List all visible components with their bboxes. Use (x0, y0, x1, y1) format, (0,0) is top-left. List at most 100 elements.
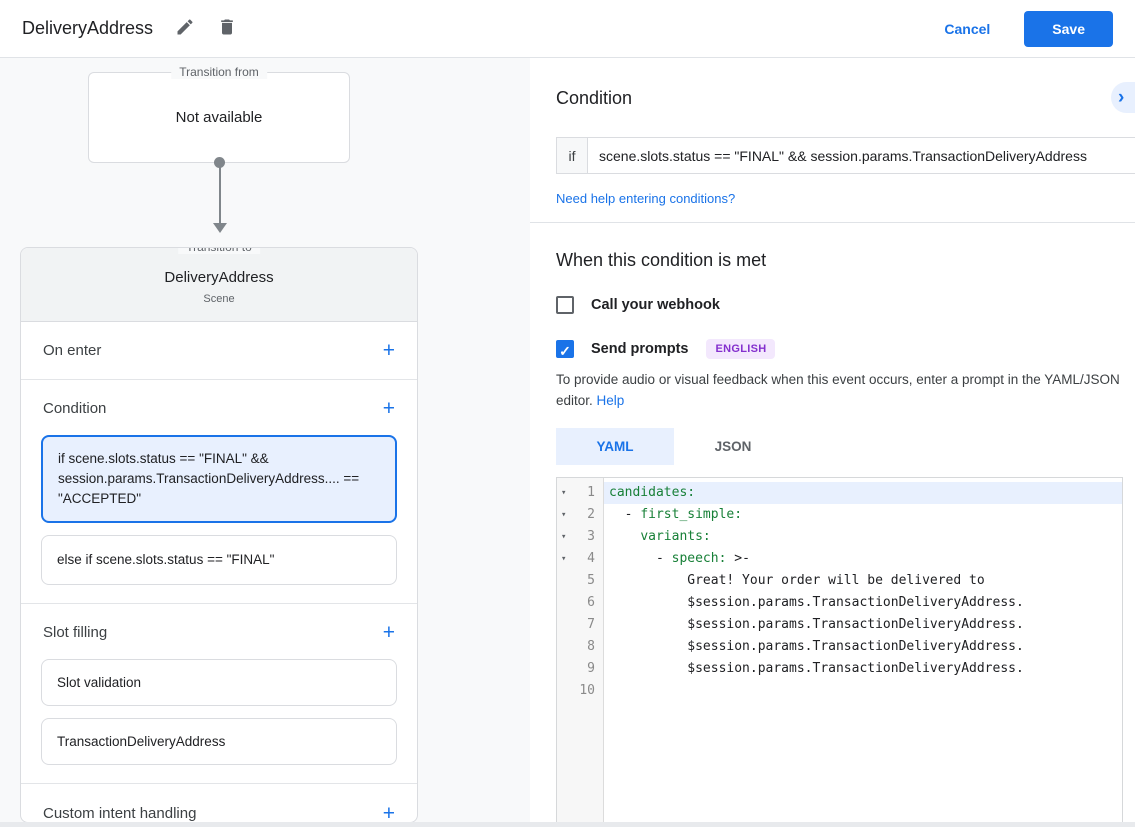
line-number: 4 (587, 550, 595, 566)
connector-line (219, 166, 221, 223)
gutter-line: 6 (557, 592, 603, 614)
yaml-key: variants: (640, 528, 711, 544)
code-text: $session.params.TransactionDeliveryAddre… (609, 660, 1024, 676)
section-on-enter[interactable]: On enter + (21, 322, 417, 380)
editor-tabs: YAML JSON (556, 427, 1135, 465)
slot-filling-label: Slot filling (43, 624, 108, 641)
gutter-line: 9 (557, 658, 603, 680)
send-prompts-row: ✓ Send prompts ENGLISH (556, 339, 1135, 359)
gutter-line: 7 (557, 614, 603, 636)
code-line: $session.params.TransactionDeliveryAddre… (604, 592, 1122, 614)
connector-dot (214, 157, 225, 168)
on-enter-label: On enter (43, 342, 102, 359)
line-number: 6 (587, 594, 595, 610)
add-condition-button[interactable]: + (382, 397, 395, 420)
code-text: >- (726, 550, 750, 566)
code-line: candidates: (604, 481, 1122, 504)
code-line: - first_simple: (604, 504, 1122, 526)
fold-arrow-icon[interactable]: ▾ (561, 531, 567, 542)
gutter-line: ▾1 (557, 482, 603, 504)
call-webhook-label: Call your webhook (591, 297, 720, 313)
cancel-button[interactable]: Cancel (944, 20, 991, 37)
line-number: 8 (587, 638, 595, 654)
yaml-key: candidates: (609, 484, 696, 500)
line-number: 3 (587, 528, 595, 544)
panel-divider (530, 222, 1135, 223)
pencil-icon (175, 17, 195, 40)
code-text: $session.params.TransactionDeliveryAddre… (609, 638, 1024, 654)
delete-scene-button[interactable] (217, 17, 237, 40)
code-text: - (609, 550, 672, 566)
slot-filling-header: Slot filling + (21, 604, 417, 647)
collapse-panel-button[interactable]: › (1111, 82, 1135, 113)
fold-arrow-icon[interactable]: ▾ (561, 487, 567, 498)
when-met-title: When this condition is met (556, 250, 767, 270)
send-prompts-label: Send prompts (591, 341, 689, 357)
bottom-scrollbar-strip[interactable] (0, 822, 1135, 827)
gutter-line: 5 (557, 570, 603, 592)
transition-from-label: Transition from (171, 65, 267, 79)
condition-section-header: Condition + (21, 380, 417, 423)
code-line (604, 680, 1122, 702)
condition-detail-panel: Condition › if Need help entering condit… (530, 58, 1135, 827)
line-number: 5 (587, 572, 595, 588)
transition-from-value: Not available (175, 109, 263, 126)
add-on-enter-button[interactable]: + (382, 339, 395, 362)
if-prefix-label: if (557, 138, 588, 173)
code-text: $session.params.TransactionDeliveryAddre… (609, 616, 1024, 632)
save-button[interactable]: Save (1024, 10, 1113, 47)
transition-to-label: Transition to (178, 248, 260, 254)
scene-name: DeliveryAddress (164, 269, 274, 286)
section-condition: Condition + if scene.slots.status == "FI… (21, 380, 417, 604)
slot-item-delivery-address[interactable]: TransactionDeliveryAddress (41, 718, 397, 765)
gutter-line: ▾4 (557, 548, 603, 570)
tab-yaml[interactable]: YAML (556, 427, 674, 465)
gutter-line: ▾2 (557, 504, 603, 526)
trash-icon (217, 17, 237, 40)
line-number: 7 (587, 616, 595, 632)
condition-panel-title: Condition (556, 88, 633, 108)
add-slot-button[interactable]: + (382, 621, 395, 644)
code-text: - (609, 506, 641, 522)
yaml-code-editor[interactable]: ▾1 ▾2 ▾3 ▾4 5 6 7 8 9 10 candidates: - f… (556, 476, 1123, 823)
section-custom-intent[interactable]: Custom intent handling + (21, 784, 417, 823)
condition-item[interactable]: else if scene.slots.status == "FINAL" (41, 535, 397, 585)
slot-item-validation[interactable]: Slot validation (41, 659, 397, 706)
code-text: Great! Your order will be delivered to (609, 572, 985, 588)
code-line: $session.params.TransactionDeliveryAddre… (604, 614, 1122, 636)
custom-intent-label: Custom intent handling (43, 804, 197, 822)
scene-type-label: Scene (203, 293, 235, 305)
line-number: 10 (579, 682, 595, 698)
chevron-right-icon: › (1118, 87, 1125, 108)
yaml-key: speech: (671, 550, 727, 566)
code-text (609, 529, 640, 544)
edit-title-button[interactable] (175, 17, 195, 40)
help-link[interactable]: Help (596, 392, 625, 408)
top-bar: DeliveryAddress Cancel Save (0, 0, 1135, 58)
line-number: 2 (587, 506, 595, 522)
add-custom-intent-button[interactable]: + (382, 801, 395, 823)
fold-arrow-icon[interactable]: ▾ (561, 509, 567, 520)
code-line: variants: (604, 526, 1122, 548)
webhook-row: Call your webhook (556, 296, 1135, 314)
yaml-key: first_simple: (640, 506, 743, 522)
transition-to-card: Transition to DeliveryAddress Scene On e… (20, 247, 418, 823)
transition-from-box[interactable]: Transition from Not available (88, 65, 350, 163)
code-line: - speech: >- (604, 548, 1122, 570)
code-text: $session.params.TransactionDeliveryAddre… (609, 594, 1024, 610)
condition-expression-input[interactable] (588, 138, 1135, 173)
code-line: Great! Your order will be delivered to (604, 570, 1122, 592)
editor-code-area[interactable]: candidates: - first_simple: variants: - … (604, 478, 1122, 822)
check-icon: ✓ (559, 343, 571, 359)
conditions-help-link[interactable]: Need help entering conditions? (556, 191, 736, 206)
section-slot-filling: Slot filling + Slot validation Transacti… (21, 604, 417, 784)
call-webhook-checkbox[interactable] (556, 296, 574, 314)
send-prompts-checkbox[interactable]: ✓ (556, 340, 574, 359)
gutter-line: 8 (557, 636, 603, 658)
main-content: Transition from Not available Transition… (0, 58, 1135, 827)
tab-json[interactable]: JSON (714, 438, 752, 454)
gutter-line: ▾3 (557, 526, 603, 548)
fold-arrow-icon[interactable]: ▾ (561, 553, 567, 564)
condition-item-selected[interactable]: if scene.slots.status == "FINAL" && sess… (41, 435, 397, 523)
connector-arrowhead-icon (213, 223, 227, 233)
